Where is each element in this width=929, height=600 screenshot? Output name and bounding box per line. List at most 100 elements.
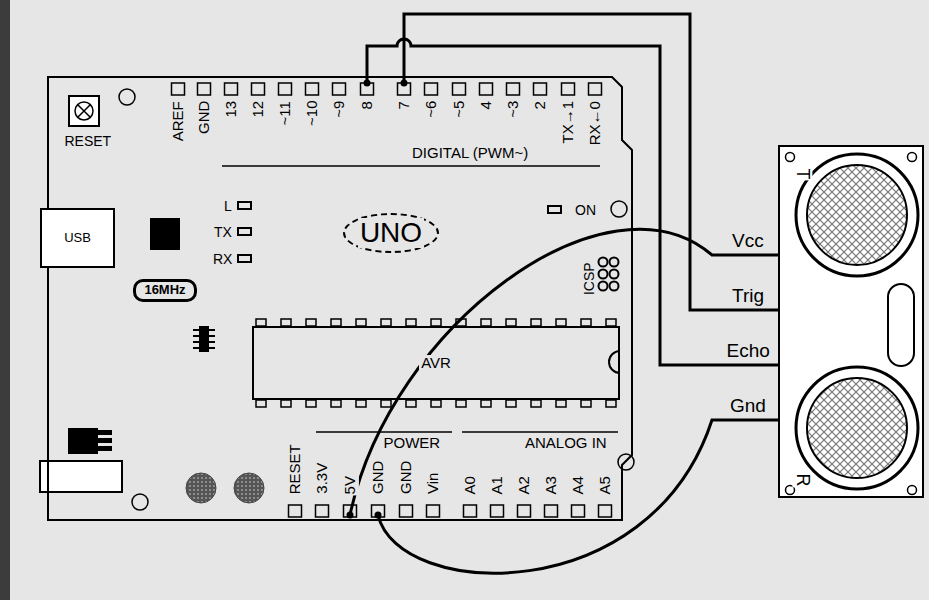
pin-label: GND bbox=[398, 460, 415, 495]
transducer-ring bbox=[796, 154, 918, 276]
pin-label: A2 bbox=[516, 475, 533, 495]
jack-tab bbox=[98, 446, 112, 451]
capacitor bbox=[234, 473, 264, 503]
reset-cross bbox=[78, 105, 90, 117]
chip-pins bbox=[256, 319, 616, 326]
wire-joint bbox=[364, 80, 371, 87]
pin-label: ~6 bbox=[423, 100, 440, 119]
power-rule bbox=[316, 431, 452, 433]
transducer-mesh bbox=[807, 165, 907, 265]
pin-label: 7 bbox=[396, 100, 413, 110]
led bbox=[548, 206, 561, 213]
pin-label: 2 bbox=[532, 100, 549, 110]
pin-label: ~5 bbox=[451, 100, 468, 119]
icsp-pin bbox=[610, 282, 619, 291]
icsp-pin bbox=[610, 258, 619, 267]
pin-label: A4 bbox=[570, 475, 587, 495]
wire bbox=[378, 420, 778, 573]
pin-label: ~11 bbox=[277, 100, 294, 126]
digital-rule bbox=[222, 165, 600, 167]
jack-body bbox=[40, 461, 122, 492]
header-label: ICSP bbox=[581, 261, 596, 296]
chip-pins bbox=[256, 400, 616, 407]
pin-label: A0 bbox=[462, 475, 479, 495]
capacitor bbox=[186, 473, 216, 503]
microcontroller-chip: AVR bbox=[252, 326, 620, 400]
mounting-hole bbox=[611, 201, 627, 217]
jack-tab bbox=[98, 438, 112, 443]
wire-label: Echo bbox=[726, 341, 771, 362]
wire-joint bbox=[401, 80, 408, 87]
board-logo: UNO bbox=[343, 213, 439, 253]
pin-label: ~10 bbox=[304, 100, 321, 127]
wire-joint bbox=[375, 512, 382, 519]
digital-header bbox=[172, 83, 602, 95]
icsp-pin bbox=[599, 282, 608, 291]
chip-label: AVR bbox=[419, 355, 453, 372]
pin-label: 13 bbox=[223, 100, 240, 119]
ultrasonic-sensor: TR bbox=[778, 145, 924, 498]
pin-label: A5 bbox=[597, 475, 614, 495]
logo-text: UNO bbox=[358, 218, 424, 249]
icsp-pin bbox=[599, 270, 608, 279]
usb-port: USB bbox=[40, 208, 115, 268]
reset-knob bbox=[75, 102, 93, 120]
board-edge bbox=[48, 77, 632, 520]
wire bbox=[367, 39, 778, 365]
usb-chip bbox=[150, 218, 180, 250]
sensor-body bbox=[778, 145, 924, 498]
arduino-board: DIGITAL (PWM~) POWER ANALOG IN USB 16MHz UNO A… bbox=[48, 77, 632, 520]
board-heading: POWER bbox=[383, 435, 442, 452]
pin-label: A1 bbox=[489, 475, 506, 495]
mounting-hole bbox=[132, 494, 148, 510]
pin-label: 12 bbox=[250, 100, 267, 119]
reset-button bbox=[69, 96, 99, 126]
transducer-mesh bbox=[807, 378, 907, 478]
board-heading: DIGITAL (PWM~) bbox=[411, 145, 529, 162]
analog-rule bbox=[462, 431, 618, 433]
icsp-pin bbox=[610, 270, 619, 279]
led-label: L bbox=[223, 199, 233, 214]
board-heading: ANALOG IN bbox=[524, 435, 608, 452]
pin-label: TX→1 bbox=[560, 100, 577, 145]
led-label: ON bbox=[574, 203, 597, 218]
led bbox=[238, 255, 251, 262]
transducer-mark: R bbox=[792, 472, 812, 487]
small-ic-pins bbox=[193, 330, 215, 348]
pin-label: ~3 bbox=[505, 100, 522, 119]
wire-joint bbox=[347, 512, 354, 519]
sensor-hole bbox=[908, 153, 917, 162]
pin-label: RESET bbox=[287, 443, 304, 495]
wire-label: Trig bbox=[731, 286, 765, 307]
led bbox=[238, 202, 251, 209]
pin-label: 5V bbox=[342, 475, 359, 495]
pin-label: A3 bbox=[543, 475, 560, 495]
crystal: 16MHz bbox=[133, 279, 197, 302]
crystal-label: 16MHz bbox=[142, 283, 187, 297]
sensor-hole bbox=[908, 486, 917, 495]
pin-label: 4 bbox=[478, 100, 495, 110]
crystal-slot bbox=[888, 284, 914, 366]
pin-label: 8 bbox=[359, 100, 376, 110]
wire-label: Gnd bbox=[729, 396, 767, 417]
pin-label: RX←0 bbox=[587, 100, 604, 146]
jack-tab bbox=[98, 430, 112, 435]
pin-label: Vin bbox=[425, 472, 442, 495]
pin-label: GND bbox=[370, 460, 387, 495]
sensor-hole bbox=[786, 153, 795, 162]
led-label: RX bbox=[212, 252, 233, 267]
frame-edge bbox=[0, 0, 10, 600]
pin-label: ~9 bbox=[331, 100, 348, 119]
wire bbox=[350, 229, 778, 515]
led bbox=[238, 228, 251, 235]
pin-label: GND bbox=[196, 100, 213, 135]
transducer-ring bbox=[796, 367, 918, 489]
pin-label: AREF bbox=[170, 100, 187, 142]
port-label: USB bbox=[62, 231, 93, 245]
power-jack bbox=[68, 428, 98, 454]
wire-label: Vcc bbox=[731, 231, 765, 252]
transducer-mark: T bbox=[792, 167, 812, 180]
led-label: TX bbox=[213, 225, 233, 240]
power-analog-header bbox=[289, 505, 612, 517]
